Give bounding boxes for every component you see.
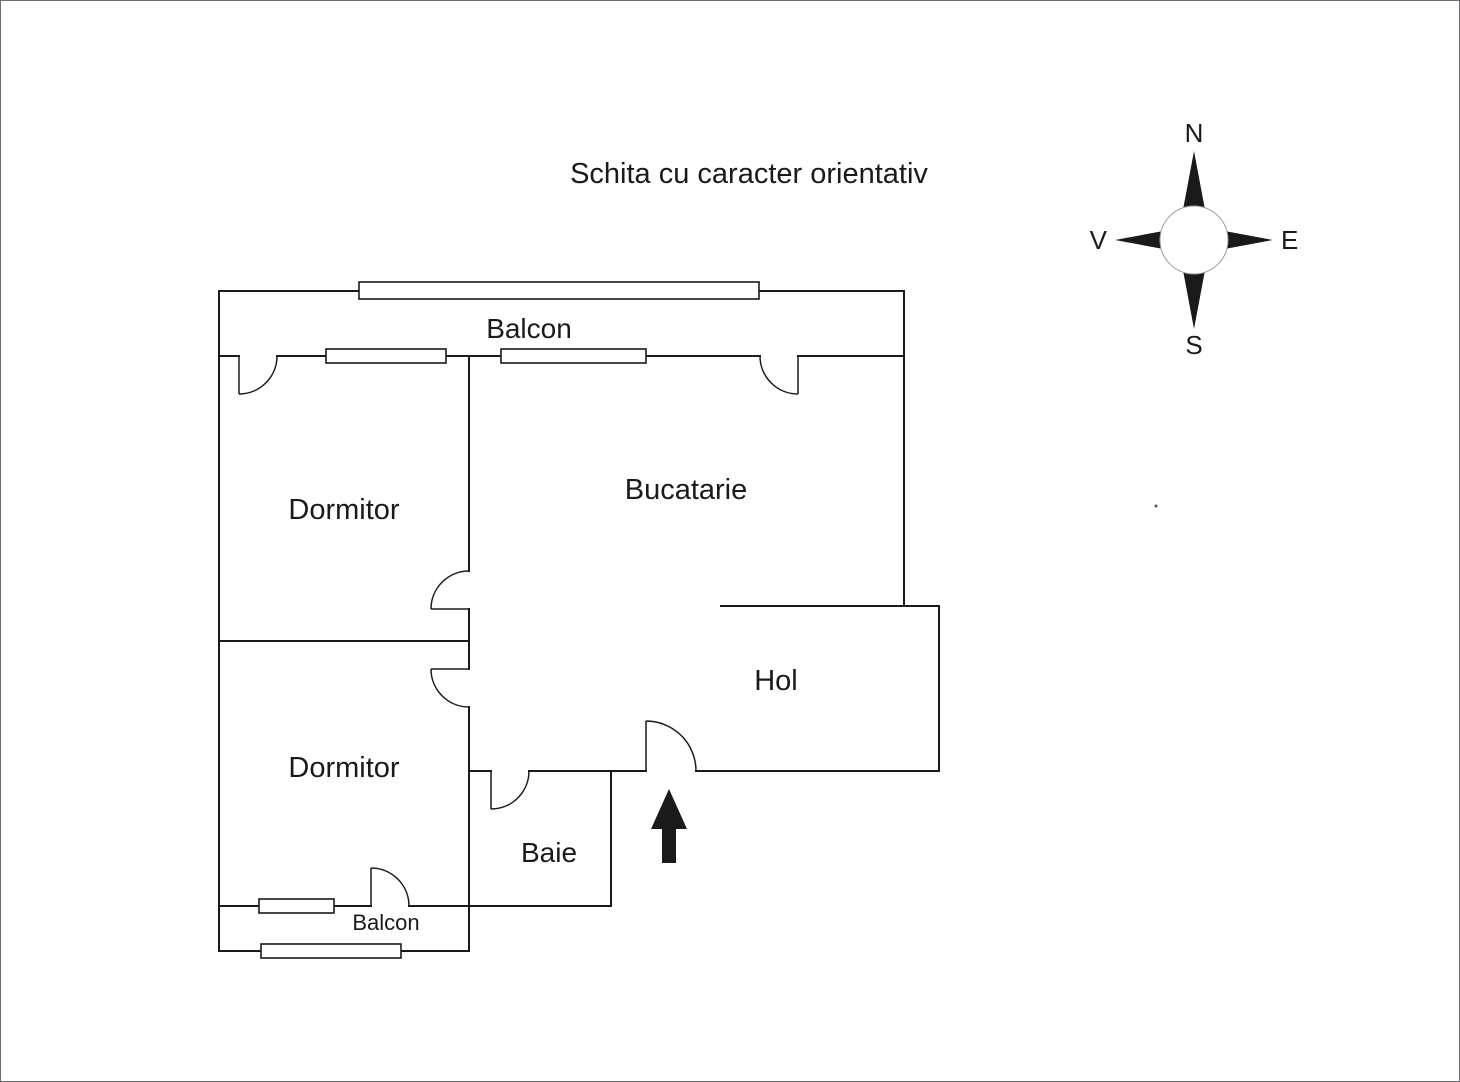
door-dormitor-top-balcony: [238, 355, 278, 395]
door-entrance: [645, 720, 697, 772]
window-balcony-top: [358, 281, 760, 300]
stray-dot: [1154, 504, 1158, 508]
label-bucatarie: Bucatarie: [625, 474, 748, 506]
door-bucatarie-balcony: [759, 355, 799, 395]
compass-center-circle: [1159, 205, 1229, 275]
walls: [218, 290, 940, 952]
window-bucatarie: [500, 348, 647, 364]
label-dormitor-bottom: Dormitor: [288, 752, 400, 784]
compass-label-east: E: [1281, 225, 1298, 255]
label-balcon-top: Balcon: [486, 313, 572, 344]
wall-lines: [218, 290, 940, 952]
room-labels: Balcon Dormitor Bucatarie Hol Dormitor B…: [288, 313, 797, 935]
page-title: Schita cu caracter orientativ: [570, 158, 928, 190]
window-balcony-bottom: [260, 943, 402, 959]
door-dormitor-bottom: [430, 668, 470, 708]
door-dormitor-top: [430, 570, 470, 610]
compass-label-south: S: [1185, 330, 1202, 360]
entrance-arrow-icon: [651, 789, 687, 863]
label-balcon-bottom: Balcon: [352, 910, 419, 935]
label-baie: Baie: [521, 837, 577, 868]
label-hol: Hol: [754, 665, 798, 697]
compass-label-west: V: [1090, 225, 1108, 255]
compass-rose-icon: N E S V: [1090, 118, 1299, 360]
door-dormitor-bottom-balcony: [370, 867, 410, 907]
label-dormitor-top: Dormitor: [288, 494, 400, 526]
windows: [258, 281, 760, 959]
window-dormitor-top: [325, 348, 447, 364]
compass-label-north: N: [1185, 118, 1204, 148]
door-baie: [490, 770, 530, 810]
doors: [238, 355, 799, 907]
window-dormitor-bottom: [258, 898, 335, 914]
